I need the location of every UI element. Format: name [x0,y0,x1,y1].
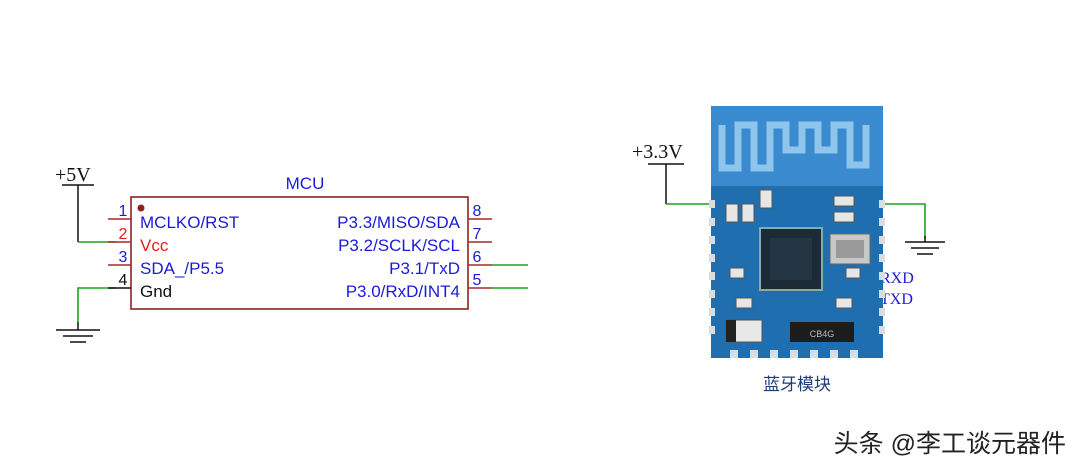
passive-component [729,267,745,279]
antenna-trace [718,121,870,172]
pin-name: Vcc [140,236,169,255]
diode-band [726,320,736,342]
passive-component [735,297,753,309]
crystal-top [836,240,864,258]
mcu-body [130,196,469,310]
module-gnd-wire [876,203,926,238]
passive-component [833,211,855,223]
module-caption: 蓝牙模块 [763,375,831,394]
passive-component [845,267,861,279]
pin-number: 7 [473,226,482,243]
txd-label: TXD [880,291,913,308]
pin-name: SDA_/P5.5 [140,259,224,278]
pin-number: 4 [119,272,128,289]
module-supply-label: +3.3V [632,141,683,163]
pin-number: 5 [473,272,482,289]
pin-name: Gnd [140,282,172,301]
watermark-text: 头条 @李工谈元器件 [834,430,1066,458]
pin1-marker [137,204,145,212]
passive-component [833,195,855,207]
edge-pads [709,200,885,358]
bluetooth-module-image: CB4G [709,106,885,358]
pin-number: 8 [473,203,482,220]
pin-name: P3.2/SCLK/SCL [338,236,460,255]
rxd-label: RXD [880,270,914,287]
pin-name: P3.1/TxD [389,259,460,278]
flash-chip [790,322,854,342]
pin-number: 1 [119,203,128,220]
mcu-chip: MCU 1 2 3 4 MCLKO/RST Vcc SDA_/P5.5 Gnd … [108,174,492,310]
pin-name: P3.3/MISO/SDA [337,213,460,232]
gnd-wire [77,287,116,322]
passive-component [741,203,755,223]
passive-component [835,297,853,309]
mcu-supply-label: +5V [55,164,91,186]
pin-number: 2 [119,226,128,243]
passive-component [759,189,773,209]
module-power-symbol: +3.3V [632,141,684,204]
mcu-power-symbol: +5V [55,164,94,242]
pin-name: MCLKO/RST [140,213,239,232]
chip-marking: CB4G [810,329,835,339]
module-ground-symbol [905,236,945,255]
pin-number: 3 [119,249,128,266]
passive-component [725,203,739,223]
pin-number: 6 [473,249,482,266]
soc-die [770,238,812,280]
mcu-title: MCU [286,174,325,193]
mcu-ground-symbol [56,322,100,343]
pin-name: P3.0/RxD/INT4 [346,282,460,301]
